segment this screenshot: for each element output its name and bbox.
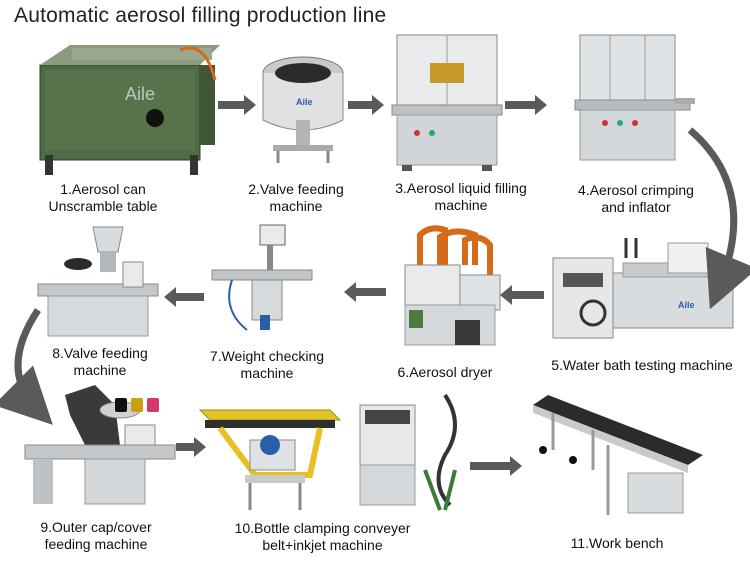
valve-feeding-machine-2-image <box>37 226 159 337</box>
can-unscramble-table-image: Aile <box>39 45 220 175</box>
arrow-1-to-2 <box>218 95 256 115</box>
arrow-2-to-3 <box>348 95 384 115</box>
work-bench-image <box>533 395 703 515</box>
valve-feeding-machine-image: Aile <box>262 56 344 163</box>
arrow-5-to-6 <box>500 285 544 305</box>
step-11-label: 11.Work bench <box>570 535 664 551</box>
outer-cap-feeding-image <box>24 385 176 505</box>
arrow-10-to-11 <box>470 456 522 476</box>
brand-watermark: Aile <box>125 84 155 104</box>
step-6-label: 6.Aerosol dryer <box>397 364 493 380</box>
step-5-label: 5.Water bath testing machine <box>551 357 733 373</box>
liquid-filling-machine-image <box>391 34 503 171</box>
weight-checking-image <box>211 224 313 331</box>
arrow-3-to-4 <box>505 95 547 115</box>
diagram-title: Automatic aerosol filling production lin… <box>14 4 387 27</box>
arrow-6-to-7 <box>344 282 386 302</box>
arrow-7-to-8 <box>164 287 204 307</box>
arrow-4-to-5 <box>687 127 750 310</box>
crimping-inflator-image <box>574 34 695 161</box>
cap-samples-icon <box>115 398 159 412</box>
brand-mark: Aile <box>296 97 313 107</box>
arrow-8-to-9 <box>0 308 53 425</box>
brand-mark: Aile <box>678 300 695 310</box>
clamping-conveyor-inkjet-image <box>198 393 457 511</box>
arrow-9-to-10 <box>176 437 206 457</box>
aerosol-dryer-image <box>404 225 501 346</box>
